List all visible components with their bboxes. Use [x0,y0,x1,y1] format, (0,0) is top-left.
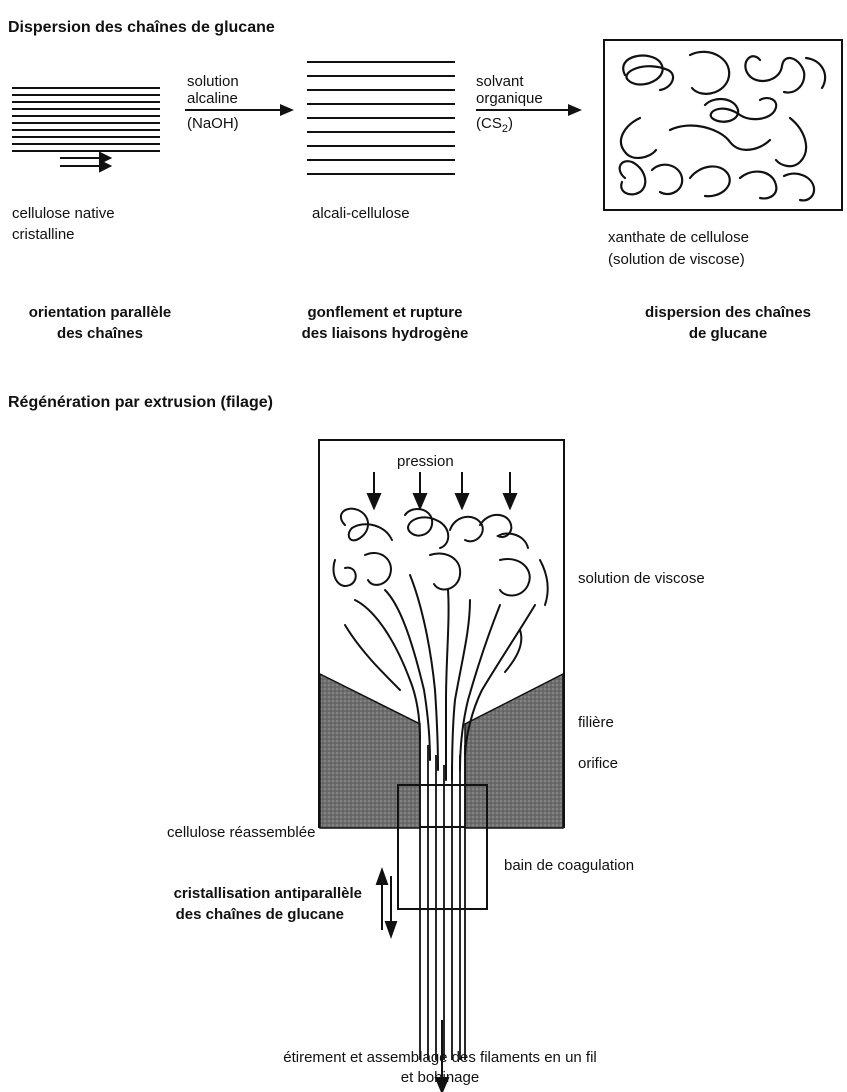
caption1-line1: orientation parallèle [28,304,172,321]
caption2-line2: des liaisons hydrogène [301,325,469,342]
formula-sub: 2 [501,123,508,135]
crystallization-label-line2: des chaînes de glucane [175,906,344,923]
stage3-label-line2: (solution de viscose) [608,251,745,268]
caption2-line1: gonflement et rupture [307,304,463,321]
spinneret-left [319,672,421,829]
stage2-label: alcali-cellulose [312,205,410,222]
arrow1-label-line1: solution [187,73,239,90]
arrow2-label-line1: solvant [476,73,524,90]
formula-end: ) [507,115,513,132]
bath-label: bain de coagulation [504,857,635,874]
caption3-line2: de glucane [688,325,768,342]
dispersed-chain-coils [618,50,827,202]
caption1-line2: des chaînes [57,325,143,342]
final-label-line1: étirement et assemblage des filaments en… [283,1049,597,1066]
alkali-cellulose-lines [307,61,455,175]
arrow1-label-line3: (NaOH) [187,115,239,132]
arrow-organic-solvent [476,104,582,116]
arrow-alkaline-solution [185,104,294,116]
orifice-label: orifice [578,755,619,772]
parallel-orientation-arrows [60,151,113,173]
formula-base: (CS [476,115,502,132]
section1-heading: Dispersion des chaînes de glucane [8,19,275,36]
pressure-arrows [366,472,518,511]
arrow1-label-line2: alcaline [187,90,238,107]
final-label-line2: et bobinage [400,1069,480,1086]
crystallization-label-line1: cristallisation antiparallèle [173,885,362,902]
caption3-line1: dispersion des chaînes [645,304,811,321]
stage1-label-line1: cellulose native [12,205,115,222]
viscose-label: solution de viscose [578,570,705,587]
spinneret-label: filière [578,714,614,731]
stretching-arrow [434,1020,450,1092]
extrusion-chamber [318,439,565,828]
extruded-filaments [419,735,466,1060]
antiparallel-arrows [375,867,398,939]
stage1-label-line2: cristalline [12,226,75,243]
pressure-label: pression [397,453,454,470]
section2-heading: Régénération par extrusion (filage) [8,394,273,411]
xanthate-box [603,39,843,211]
arrow2-formula: (CS2) [476,114,513,139]
viscose-tangled-chains [332,507,549,781]
coagulation-bath [397,784,488,910]
reassembled-label: cellulose réassemblée [167,824,316,841]
stage3-label-line1: xanthate de cellulose [608,229,749,246]
arrow2-label-line2: organique [476,90,543,107]
native-cellulose-lines [12,87,160,152]
